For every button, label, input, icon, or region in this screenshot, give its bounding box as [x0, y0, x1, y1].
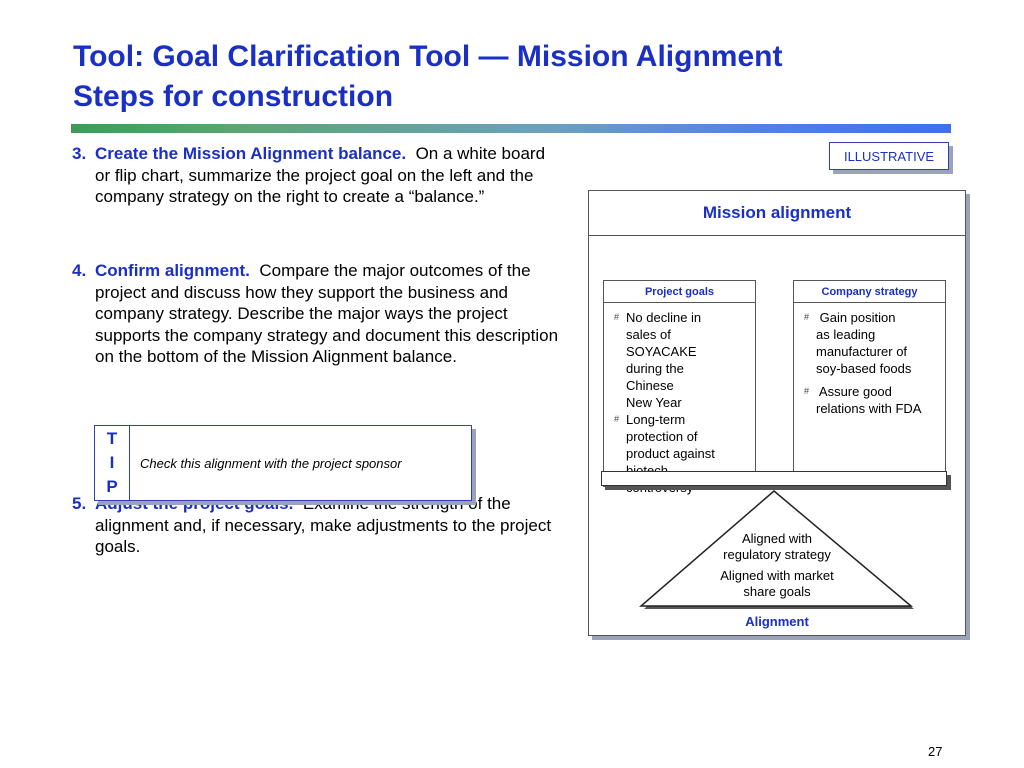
project-goals-header: Project goals — [604, 281, 755, 303]
fulcrum-line: Aligned with — [741, 531, 813, 546]
tip-label: T I P — [95, 426, 130, 500]
goal-line: product against — [626, 446, 715, 461]
fulcrum-triangle-icon — [639, 490, 914, 609]
goal-line: Long-term — [626, 412, 686, 427]
bullet-icon: # — [614, 312, 620, 322]
tip-letter: I — [109, 453, 115, 472]
strategy-line: Gain position — [816, 310, 896, 325]
step-number: 3. — [72, 144, 87, 163]
step-4: 4. Confirm alignment. Compare the major … — [72, 260, 562, 368]
tip-letter: T — [106, 429, 118, 448]
page-number: 27 — [928, 744, 943, 759]
step-text: On a white board or flip chart, summariz… — [95, 144, 546, 206]
goal-line: protection of — [626, 429, 698, 444]
title-line-2: Steps for construction — [73, 80, 394, 113]
goal-line: No decline in — [626, 310, 702, 325]
company-strategy-box: Company strategy # Gain position as lead… — [793, 280, 946, 487]
strategy-line: as leading — [816, 327, 876, 342]
company-strategy-list: # Gain position as leading manufacturer … — [794, 303, 945, 417]
balance-beam — [601, 471, 947, 486]
step-5: 5. Adjust the project goals. Examine the… — [72, 493, 562, 558]
list-item: # Assure good relations with FDA — [804, 383, 941, 417]
project-goals-box: Project goals # No decline in sales of S… — [603, 280, 756, 495]
illustrative-badge: ILLUSTRATIVE — [829, 142, 949, 170]
alignment-label: Alignment — [745, 614, 809, 629]
project-goals-list: # No decline in sales of SOYACAKE during… — [604, 303, 755, 496]
tip-letter: P — [106, 477, 118, 496]
goal-line: SOYACAKE — [626, 344, 697, 359]
step-text: Compare the major outcomes of the projec… — [95, 261, 559, 366]
bullet-icon: # — [804, 386, 810, 396]
strategy-line: relations with FDA — [816, 401, 922, 416]
page-title: Tool: Goal Clarification Tool — Mission … — [73, 37, 973, 117]
tip-callout: T I P Check this alignment with the proj… — [94, 425, 472, 501]
title-gradient-rule — [71, 124, 951, 133]
step-number: 4. — [72, 261, 87, 280]
step-number: 5. — [72, 494, 87, 513]
step-heading: Create the Mission Alignment balance. — [95, 144, 407, 163]
mission-alignment-diagram: Mission alignment Project goals # No dec… — [588, 190, 966, 636]
list-item: # Gain position as leading manufacturer … — [804, 309, 941, 377]
bullet-icon: # — [614, 414, 620, 424]
strategy-line: manufacturer of — [816, 344, 908, 359]
fulcrum-line: Aligned with market — [720, 568, 834, 583]
list-item: # No decline in sales of SOYACAKE during… — [614, 309, 751, 411]
fulcrum-line: share goals — [743, 584, 811, 599]
diagram-title: Mission alignment — [589, 191, 965, 236]
company-strategy-header: Company strategy — [794, 281, 945, 303]
bullet-icon: # — [804, 312, 810, 322]
strategy-line: soy-based foods — [816, 361, 912, 376]
tip-text: Check this alignment with the project sp… — [140, 455, 402, 471]
goal-line: Chinese — [626, 378, 674, 393]
goal-line: during the — [626, 361, 684, 376]
fulcrum-line: regulatory strategy — [723, 547, 831, 562]
step-heading: Confirm alignment. — [95, 261, 250, 280]
goal-line: New Year — [626, 395, 682, 410]
title-line-1: Tool: Goal Clarification Tool — Mission … — [73, 40, 783, 73]
strategy-line: Assure good — [816, 384, 892, 399]
goal-line: sales of — [626, 327, 671, 342]
step-3: 3. Create the Mission Alignment balance.… — [72, 143, 562, 208]
